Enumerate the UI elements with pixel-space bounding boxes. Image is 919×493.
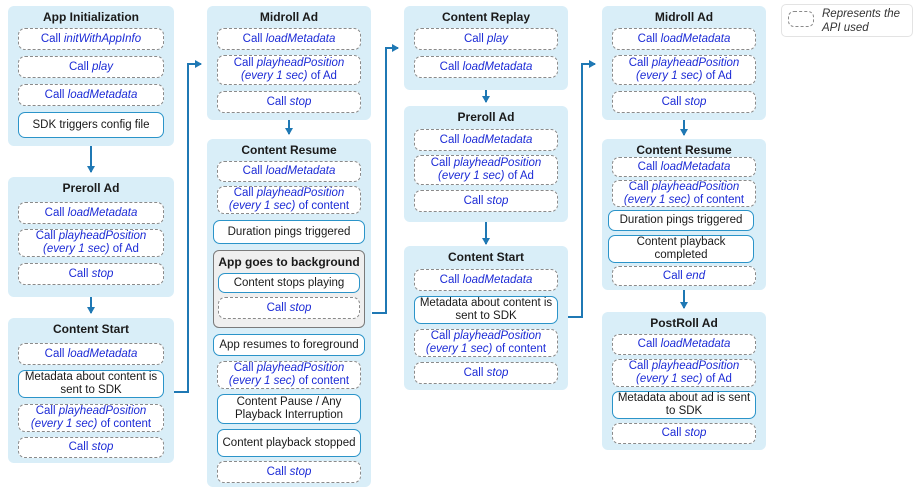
panel-midroll-ad: Midroll Ad Call loadMetadata Call playhe…	[207, 6, 371, 120]
api-call-stop: Call stop	[612, 423, 756, 444]
panel-preroll-ad-2: Preroll Ad Call loadMetadata Call playhe…	[404, 106, 568, 222]
api-call-stop: Call stop	[217, 91, 361, 113]
api-call-loadmetadata: Call loadMetadata	[414, 56, 558, 78]
api-call-end: Call end	[612, 266, 756, 286]
panel-app-initialization: App Initialization Call initWithAppInfo …	[8, 6, 174, 146]
panel-title: Content Start	[448, 250, 524, 264]
panel-title: Content Resume	[636, 143, 732, 157]
panel-content-start-2: Content Start Call loadMetadata Metadata…	[404, 246, 568, 390]
legend-dashed-swatch	[788, 11, 814, 27]
panel-title: Content Start	[53, 322, 129, 336]
api-call-playheadposition: Call playheadPosition(every 1 sec) of co…	[217, 361, 361, 389]
legend-text: Represents the API used	[822, 8, 900, 34]
api-call-loadmetadata: Call loadMetadata	[217, 28, 361, 50]
legend	[781, 4, 913, 37]
api-call-playheadposition: Call playheadPosition(every 1 sec) of Ad	[217, 55, 361, 85]
event-content-stops: Content stops playing	[218, 273, 360, 293]
arrow-content-start-to-midroll	[174, 60, 202, 393]
arrow-content-start-to-midroll-2	[567, 60, 596, 318]
api-call-stop: Call stop	[414, 190, 558, 212]
panel-content-resume: Content Resume Call loadMetadata Call pl…	[207, 139, 371, 487]
api-call-loadmetadata: Call loadMetadata	[612, 157, 756, 177]
api-call-loadmetadata: Call loadMetadata	[414, 269, 558, 291]
panel-title: Preroll Ad	[457, 110, 515, 124]
panel-content-resume-2: Content Resume Call loadMetadata Call pl…	[602, 139, 766, 290]
api-call-loadmetadata: Call loadMetadata	[414, 129, 558, 151]
api-call-loadmetadata: Call loadMetadata	[217, 161, 361, 182]
group-app-background: App goes to background Content stops pla…	[213, 250, 365, 328]
api-call-play: Call play	[414, 28, 558, 50]
event-metadata-sent: Metadata about content is sent to SDK	[18, 370, 164, 398]
api-call-playheadposition: Call playheadPosition(every 1 sec) of co…	[414, 329, 558, 357]
api-call-stop: Call stop	[217, 461, 361, 483]
api-call-stop: Call stop	[218, 297, 360, 319]
api-call-loadmetadata: Call loadMetadata	[18, 343, 164, 365]
event-playback-stopped: Content playback stopped	[217, 429, 361, 457]
panel-title: Content Replay	[441, 10, 530, 24]
api-call-loadmetadata: Call loadMetadata	[18, 84, 164, 106]
event-app-resumes: App resumes to foreground	[213, 334, 365, 356]
api-call-playheadposition: Call playheadPosition(every 1 sec) of Ad	[18, 229, 164, 257]
event-metadata-sent: Metadata about content is sent to SDK	[414, 296, 558, 324]
event-duration-pings: Duration pings triggered	[213, 220, 365, 244]
api-call-play: Call play	[18, 56, 164, 78]
arrow-resume-to-replay	[372, 44, 399, 314]
api-call-playheadposition: Call playheadPosition(every 1 sec) of Ad	[414, 155, 558, 185]
event-duration-pings: Duration pings triggered	[608, 210, 754, 231]
event-ad-metadata-sent: Metadata about ad is sent to SDK	[612, 391, 756, 419]
group-title: App goes to background	[218, 255, 360, 269]
api-call-loadmetadata: Call loadMetadata	[18, 202, 164, 224]
api-call-stop: Call stop	[18, 437, 164, 458]
panel-title: PostRoll Ad	[650, 316, 718, 330]
panel-title: Preroll Ad	[62, 181, 120, 195]
api-call-playheadposition: Call playheadPosition(every 1 sec) of Ad	[612, 55, 756, 85]
event-playback-completed: Content playback completed	[608, 235, 754, 263]
panel-title: Content Resume	[241, 143, 337, 157]
api-call-loadmetadata: Call loadMetadata	[612, 28, 756, 50]
panel-postroll-ad: PostRoll Ad Call loadMetadata Call playh…	[602, 312, 766, 450]
api-call-playheadposition: Call playheadPosition(every 1 sec) of co…	[217, 186, 361, 214]
panel-content-start: Content Start Call loadMetadata Metadata…	[8, 318, 174, 463]
api-call-initwithappinfo: Call initWithAppInfo	[18, 28, 164, 50]
api-call-loadmetadata: Call loadMetadata	[612, 334, 756, 355]
api-call-playheadposition: Call playheadPosition(every 1 sec) of co…	[612, 180, 756, 207]
api-call-stop: Call stop	[612, 91, 756, 113]
api-call-playheadposition: Call playheadPosition(every 1 sec) of Ad	[612, 359, 756, 387]
api-call-stop: Call stop	[18, 263, 164, 285]
panel-title: Midroll Ad	[654, 10, 714, 24]
event-sdk-config: SDK triggers config file	[18, 112, 164, 138]
event-content-pause: Content Pause / Any Playback Interruptio…	[217, 394, 361, 424]
panel-midroll-ad-2: Midroll Ad Call loadMetadata Call playhe…	[602, 6, 766, 120]
panel-title: App Initialization	[43, 10, 139, 24]
panel-content-replay: Content Replay Call play Call loadMetada…	[404, 6, 568, 90]
panel-preroll-ad: Preroll Ad Call loadMetadata Call playhe…	[8, 177, 174, 297]
panel-title: Midroll Ad	[259, 10, 319, 24]
api-call-stop: Call stop	[414, 362, 558, 384]
api-call-playheadposition: Call playheadPosition(every 1 sec) of co…	[18, 404, 164, 432]
